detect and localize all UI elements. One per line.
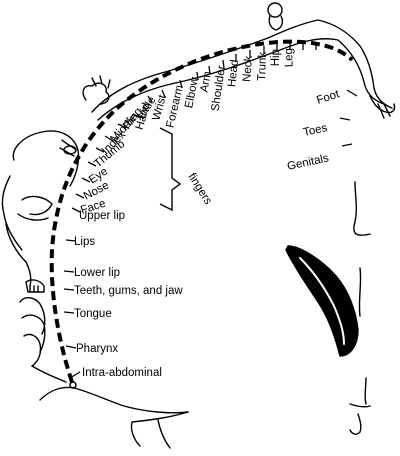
label-upper-lip: Upper lip — [79, 210, 125, 222]
homunculus-figure — [1, 2, 396, 449]
label-head: Head — [226, 59, 241, 88]
label-intra-abdominal: Intra-abdominal — [82, 367, 162, 379]
label-elbow: Elbow — [183, 76, 201, 110]
label-tongue: Tongue — [74, 308, 112, 320]
label-toes: Toes — [302, 122, 329, 139]
label-genitals: Genitals — [286, 152, 330, 173]
label-teeth-gums-jaw: Teeth, gums, and jaw — [74, 285, 183, 297]
label-hand: Hand — [134, 102, 153, 132]
leader-ticks — [63, 42, 358, 379]
label-pharynx: Pharynx — [76, 343, 118, 355]
fingers-bracket — [159, 127, 182, 212]
label-trunk: Trunk — [256, 51, 269, 81]
label-fingers: fingers — [185, 171, 214, 207]
label-shoulder: Shoulder — [210, 65, 228, 112]
label-foot: Foot — [315, 88, 341, 107]
strip-end-marker — [69, 381, 77, 389]
cortex-strip — [49, 39, 354, 383]
label-neck: Neck — [241, 55, 255, 82]
horizontal-labels: Upper lip Lips Lower lip Teeth, gums, an… — [74, 210, 183, 379]
radial-labels: Little Ring Middle Index Thumb Eye Nose … — [79, 48, 341, 217]
label-lips: Lips — [74, 236, 95, 248]
label-lower-lip: Lower lip — [74, 267, 120, 279]
label-arm: Arm — [198, 70, 213, 93]
label-leg: Leg — [283, 48, 296, 68]
label-hip: Hip — [270, 49, 282, 66]
